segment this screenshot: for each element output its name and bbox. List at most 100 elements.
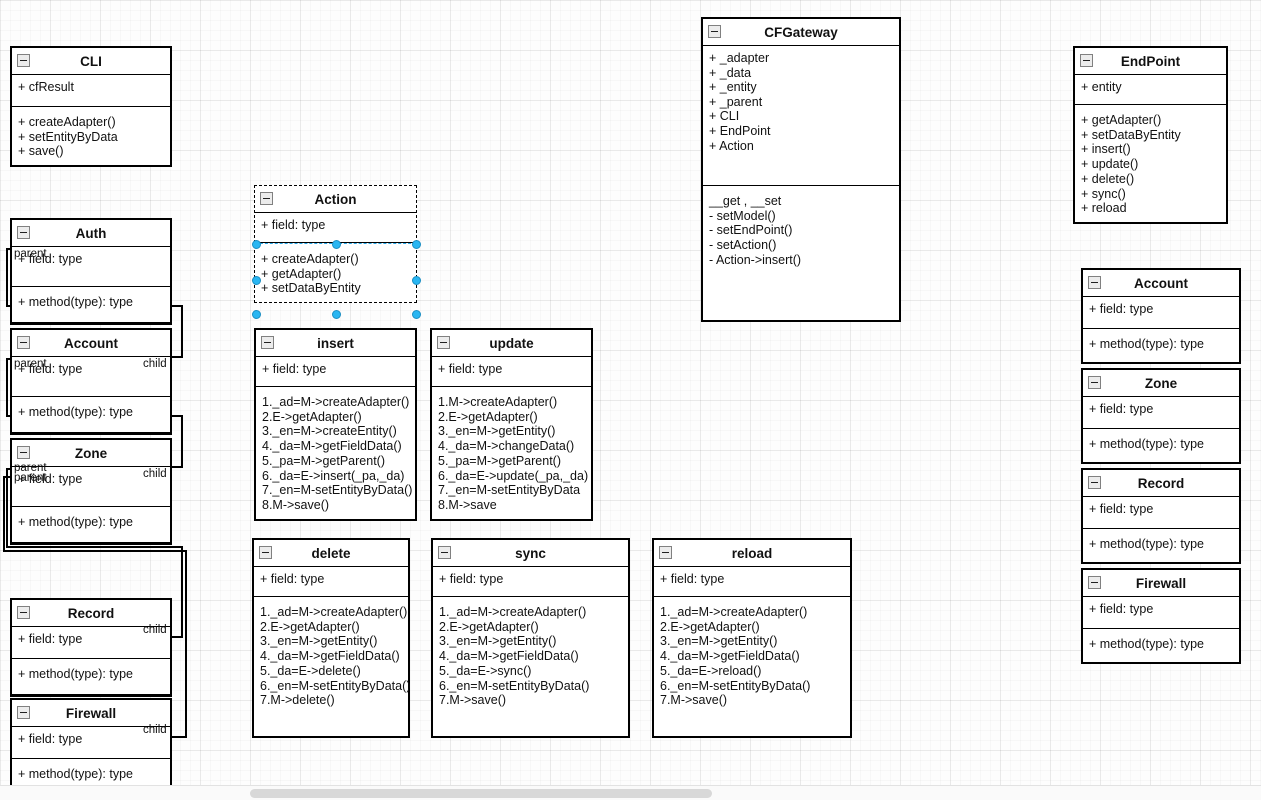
association-role-label: parent [14,472,47,484]
operation-row: - Action->insert() [709,252,802,267]
attributes-compartment-cfgateway: + _adapter+ _data+ _entity+ _parent+ CLI… [703,46,899,186]
class-box-firewall-right[interactable]: Firewall+ field: type+ method(type): typ… [1081,568,1241,664]
collapse-minus-icon[interactable] [259,546,272,559]
attribute-row: + _data [709,65,752,80]
attributes-compartment-cli: + cfResult [12,75,170,107]
operation-row: + update() [1081,157,1139,172]
horizontal-scrollbar[interactable] [0,785,1261,800]
class-box-zone-right[interactable]: Zone+ field: type+ method(type): type [1081,368,1241,464]
collapse-minus-icon[interactable] [437,336,450,349]
operation-row: 2.E->getAdapter() [439,619,539,634]
attribute-row: + _adapter [709,51,770,65]
class-title-bar-endpoint: EndPoint [1075,48,1226,75]
operation-row: + setEntityByData [18,129,118,144]
class-box-cli[interactable]: CLI+ cfResult+ createAdapter()+ setEntit… [10,46,172,168]
attributes-compartment-firewall-right: + field: type [1083,597,1239,629]
operation-row: - setEndPoint() [709,223,793,238]
class-name-record-right: Record [1137,476,1185,491]
class-box-record-right[interactable]: Record+ field: type+ method(type): type [1081,468,1241,564]
class-name-cli: CLI [80,54,102,69]
operation-row: 1.M->createAdapter() [438,395,558,409]
operation-row: 6._en=M-setEntityByData() [439,678,590,693]
collapse-minus-icon[interactable] [17,606,30,619]
collapse-minus-icon[interactable] [260,192,273,205]
class-title-bar-update: update [432,330,591,357]
collapse-minus-icon[interactable] [1088,376,1101,389]
collapse-minus-icon[interactable] [438,546,451,559]
attribute-row: + field: type [1089,602,1154,616]
operation-row: 5._da=E->reload() [660,663,762,678]
collapse-minus-icon[interactable] [1088,576,1101,589]
operation-row: 3._en=M->getEntity() [439,634,557,649]
selection-resize-handle[interactable] [411,309,421,319]
operation-row: + delete() [1081,171,1135,186]
operation-row: 2.E->getAdapter() [660,619,760,634]
collapse-minus-icon[interactable] [17,706,30,719]
class-box-cfgateway[interactable]: CFGateway+ _adapter+ _data+ _entity+ _pa… [701,17,901,322]
operation-row: 7._en=M-setEntityByData [438,483,581,498]
class-box-action[interactable]: Action+ field: type+ createAdapter()+ ge… [254,185,417,304]
operation-row: 4._da=M->getFieldData() [439,649,579,664]
association-role-label: parent [14,358,47,370]
attribute-row: + field: type [1089,302,1154,316]
selection-resize-handle[interactable] [251,275,261,285]
collapse-minus-icon[interactable] [17,336,30,349]
attributes-compartment-auth: + field: type [12,247,170,287]
operation-row: 6._da=E->insert(_pa,_da) [262,468,405,483]
operations-compartment-sync: 1._ad=M->createAdapter()2.E->getAdapter(… [433,597,628,736]
class-title-bar-account-right: Account [1083,270,1239,297]
class-box-account-right[interactable]: Account + field: type + method(type): type [1081,268,1241,364]
attribute-row: + field: type [262,362,327,376]
collapse-minus-icon[interactable] [17,54,30,67]
operation-row: 1._ad=M->createAdapter() [660,605,808,619]
operation-row: 6._da=E->update(_pa,_da) [438,468,589,483]
class-title-bar-record-right: Record [1083,470,1239,497]
collapse-minus-icon[interactable] [17,226,30,239]
attributes-compartment-insert: + field: type [256,357,415,387]
operation-row: + method(type): type [1089,337,1204,351]
horizontal-scrollbar-thumb[interactable] [250,789,712,798]
association-role-label: child [143,358,167,370]
collapse-minus-icon[interactable] [1088,276,1101,289]
collapse-minus-icon[interactable] [1080,54,1093,67]
class-box-firewall-left[interactable]: Firewall+ field: type+ method(type): typ… [10,698,172,797]
attributes-compartment-update: + field: type [432,357,591,387]
selection-resize-handle[interactable] [331,239,341,249]
class-box-account-left[interactable]: Account+ field: type+ method(type): type… [10,328,172,435]
class-box-endpoint[interactable]: EndPoint+ entity+ getAdapter()+ setDataB… [1073,46,1228,224]
collapse-minus-icon[interactable] [17,446,30,459]
operation-row: - setAction() [709,238,777,253]
operation-row: + method(type): type [18,515,133,529]
collapse-minus-icon[interactable] [659,546,672,559]
selection-resize-handle[interactable] [411,275,421,285]
attribute-row: + field: type [438,362,503,376]
selection-resize-handle[interactable] [251,309,261,319]
operation-row: + sync() [1081,186,1126,201]
class-name-account-right: Account [1134,276,1188,291]
selection-resize-handle[interactable] [331,309,341,319]
attributes-compartment-reload: + field: type [654,567,850,597]
collapse-minus-icon[interactable] [261,336,274,349]
attribute-row: + field: type [260,572,325,586]
selection-resize-handle[interactable] [411,239,421,249]
attributes-compartment-sync: + field: type [433,567,628,597]
class-name-zone-right: Zone [1144,376,1178,391]
operation-row: + method(type): type [18,295,133,309]
collapse-minus-icon[interactable] [1088,476,1101,489]
operation-row: + method(type): type [1089,537,1204,551]
collapse-minus-icon[interactable] [708,25,721,38]
operations-compartment-firewall-right: + method(type): type [1083,629,1239,662]
attributes-compartment-delete: + field: type [254,567,408,597]
selection-resize-handle[interactable] [251,239,261,249]
class-title-bar-action: Action [255,186,416,213]
